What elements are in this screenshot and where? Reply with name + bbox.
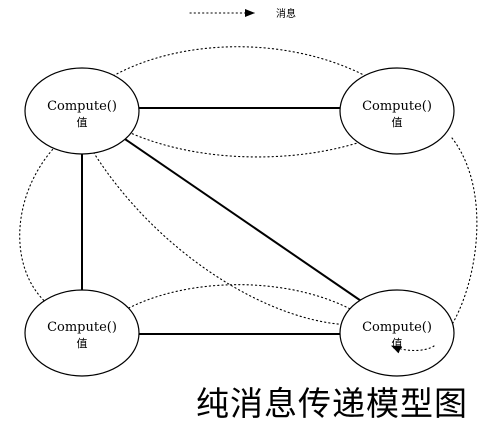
legend: 消息 xyxy=(190,7,296,20)
node-func-label: Compute() xyxy=(362,99,432,114)
node-top-left: Compute() 值 xyxy=(25,68,139,154)
node-top-right: Compute() 值 xyxy=(340,68,454,154)
node-func-label: Compute() xyxy=(47,99,117,114)
node-value-label: 值 xyxy=(77,116,88,129)
node-bottom-right: Compute() 值 xyxy=(340,290,454,376)
message-arrow-tl-to-tr xyxy=(106,47,380,84)
edge-top-left-bottom-right xyxy=(122,137,367,305)
solid-edges xyxy=(82,108,367,334)
message-arrow-bl-to-br xyxy=(125,285,366,318)
legend-label: 消息 xyxy=(276,7,296,20)
message-arrow-bl-to-tl xyxy=(20,136,66,306)
message-arrow-tr-to-tl xyxy=(116,126,372,157)
node-value-label: 值 xyxy=(77,337,88,350)
node-func-label: Compute() xyxy=(362,320,432,335)
message-arrow-br-to-tl xyxy=(86,140,355,325)
node-bottom-left: Compute() 值 xyxy=(25,290,139,376)
diagram-caption: 纯消息传递模型图 xyxy=(196,384,468,424)
node-func-label: Compute() xyxy=(47,320,117,335)
node-value-label: 值 xyxy=(392,116,403,129)
